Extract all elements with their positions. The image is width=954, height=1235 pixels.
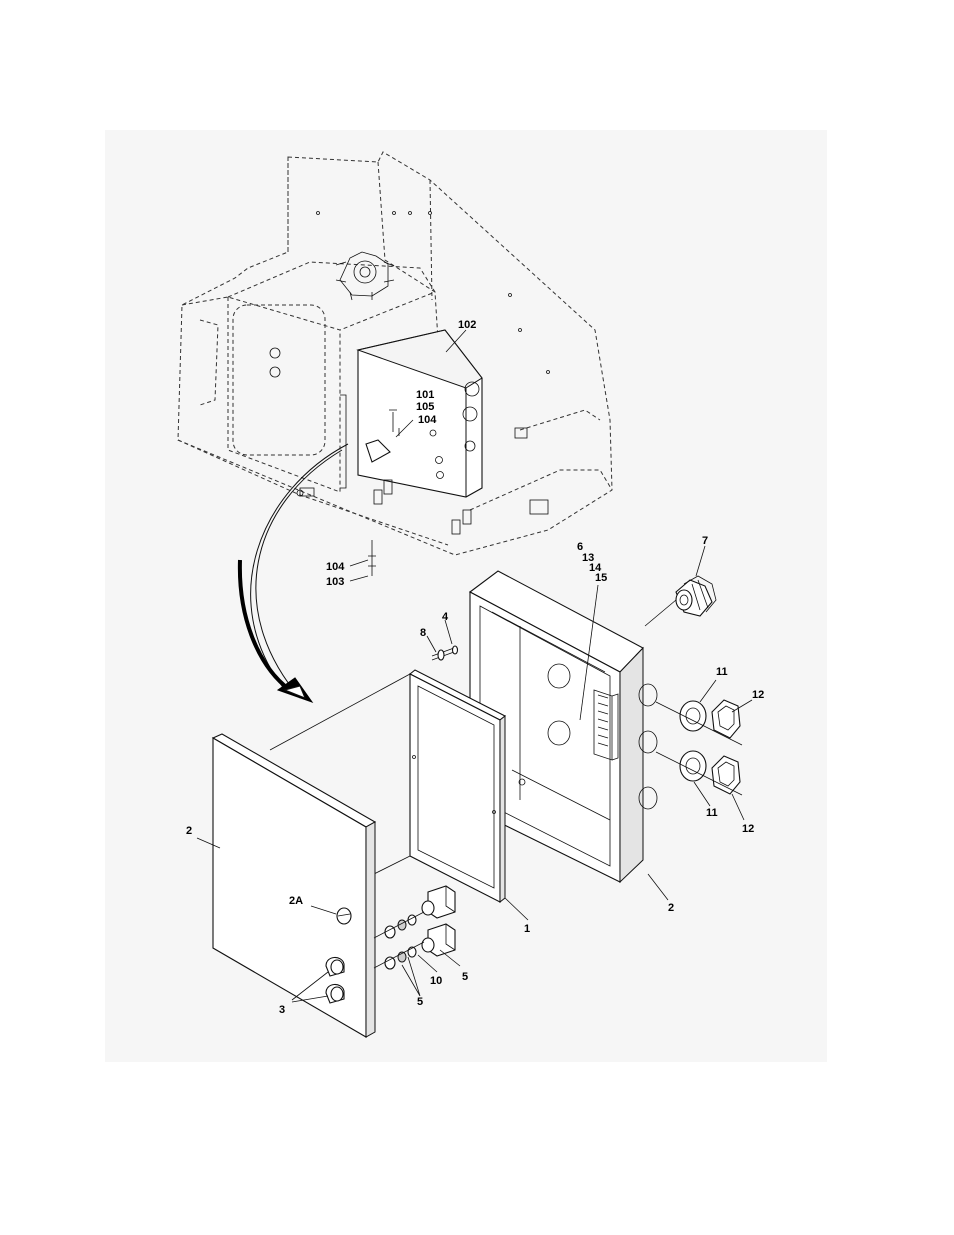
curved-transition-arrow [237, 443, 349, 703]
callout-103: 103 [326, 576, 344, 588]
callout-2A: 2A [289, 895, 303, 907]
callout-10: 10 [430, 975, 442, 987]
screw-and-washer [431, 645, 459, 661]
callout-8: 8 [420, 627, 426, 639]
callout-102: 102 [458, 319, 476, 331]
callout-5-lower: 5 [417, 996, 423, 1008]
terminal-block [593, 689, 619, 761]
callout-12-upper: 12 [752, 689, 764, 701]
callout-101: 101 [416, 389, 434, 401]
callout-104-upper: 104 [418, 414, 437, 426]
callout-104-lower: 104 [326, 561, 345, 573]
gasket-panel [269, 669, 507, 904]
callout-13: 13 [582, 552, 594, 564]
washers-and-nuts [655, 699, 743, 796]
callout-2-cover: 2 [186, 825, 192, 837]
hydraulic-tank [226, 251, 436, 493]
callout-5-right: 5 [462, 971, 468, 983]
leader-lines [196, 329, 753, 1003]
cable-gland [644, 575, 717, 627]
callout-105: 105 [416, 401, 434, 413]
installed-box-upper [356, 329, 483, 576]
callout-7: 7 [702, 535, 708, 547]
callout-14: 14 [589, 562, 602, 574]
callout-11-upper: 11 [716, 666, 728, 678]
callout-4: 4 [442, 611, 449, 623]
enclosure-cover-door [211, 733, 377, 1038]
callout-12-lower: 12 [742, 823, 754, 835]
enclosure-box-body [468, 570, 658, 884]
circuit-breakers [373, 885, 456, 970]
callout-15: 15 [595, 572, 607, 584]
vehicle-frame-outline [177, 151, 613, 556]
callout-6: 6 [577, 541, 583, 553]
callout-labels: 102 101 105 104 104 103 6 13 14 15 7 4 8… [186, 319, 764, 1016]
callout-2-body: 2 [668, 902, 674, 914]
callout-1: 1 [524, 923, 530, 935]
callout-11-lower: 11 [706, 807, 718, 819]
callout-3: 3 [279, 1004, 285, 1016]
